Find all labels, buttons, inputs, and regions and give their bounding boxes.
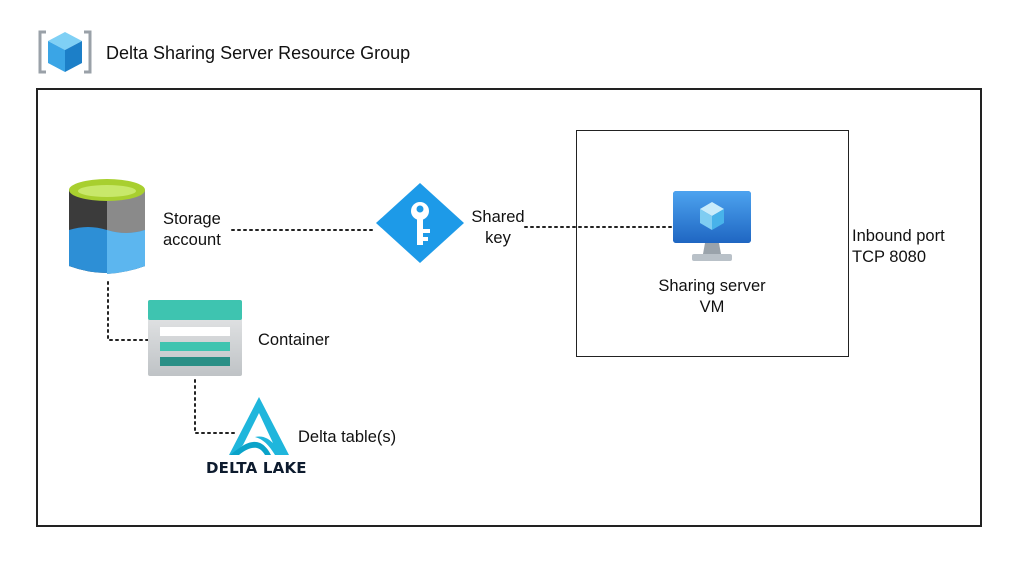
vm-label-line1: Sharing server <box>658 277 766 295</box>
port-label-line2: TCP 8080 <box>852 248 926 266</box>
virtual-machine-monitor-icon <box>672 190 752 269</box>
resource-group-frame <box>36 88 982 527</box>
delta-lake-logo-icon <box>225 395 293 464</box>
storage-account-cylinder-icon <box>68 178 146 283</box>
storage-label-line1: Storage <box>163 210 221 228</box>
storage-container-icon <box>148 300 242 381</box>
storage-account-label: Storage account <box>163 209 221 251</box>
inbound-port-label: Inbound port TCP 8080 <box>852 226 945 268</box>
delta-tables-label: Delta table(s) <box>298 428 397 446</box>
vm-label-line2: VM <box>699 298 725 316</box>
key-label-line2: key <box>485 229 511 247</box>
vm-label: Sharing server VM <box>642 276 782 318</box>
resource-group-cube-icon <box>36 28 94 81</box>
page-title: Delta Sharing Server Resource Group <box>106 43 411 63</box>
storage-label-line2: account <box>163 231 221 249</box>
container-label: Container <box>258 331 330 349</box>
port-label-line1: Inbound port <box>852 227 945 245</box>
delta-lake-logo-text: DELTA LAKE <box>206 459 307 477</box>
key-label-line1: Shared <box>471 208 525 226</box>
vm-frame <box>576 130 849 357</box>
shared-key-label: Shared key <box>468 207 528 249</box>
key-diamond-icon <box>374 183 466 268</box>
